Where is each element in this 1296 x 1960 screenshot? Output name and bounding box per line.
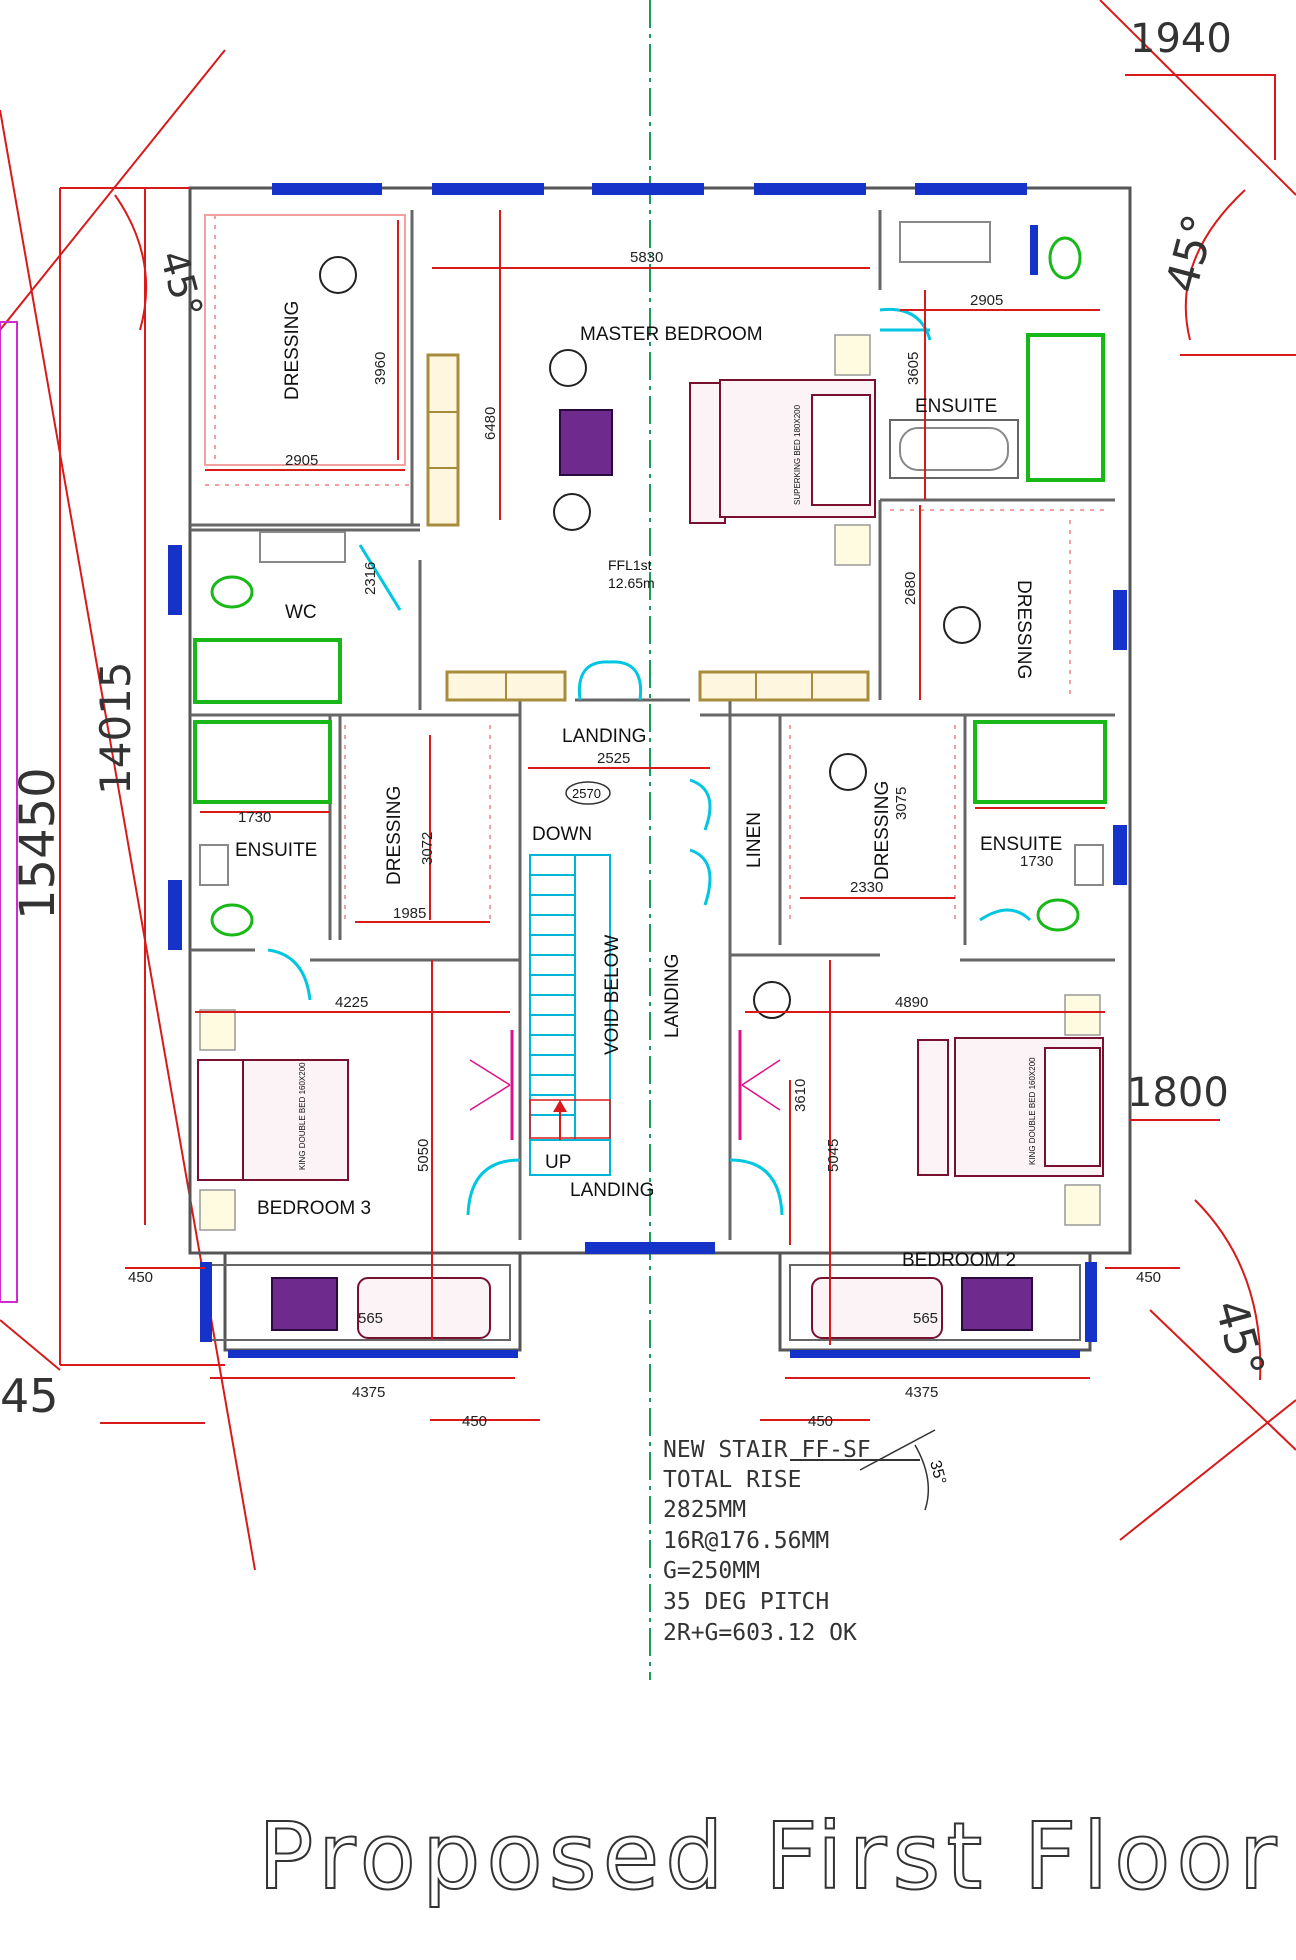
master-bed-label: SUPERKING BED 180X200 xyxy=(793,404,802,505)
bedroom-3-label: BEDROOM 3 xyxy=(257,1198,371,1219)
ffl-level-value: 12.65m xyxy=(608,575,655,591)
landing-top-label: LANDING xyxy=(562,726,646,747)
dim-1730-right: 1730 xyxy=(1020,853,1053,870)
dim-450-right: 450 xyxy=(1136,1269,1161,1286)
dressing-right-label: DRESSING xyxy=(872,781,893,880)
staircase xyxy=(529,854,611,1176)
ensuite-left-label: ENSUITE xyxy=(235,840,317,861)
dim-1730-left: 1730 xyxy=(238,809,271,826)
dimension-lines xyxy=(59,187,1220,1511)
internal-walls xyxy=(190,210,1115,1240)
dressing-top-right-label: DRESSING xyxy=(1013,580,1034,679)
ensuite-right-label: ENSUITE xyxy=(980,834,1062,855)
angle-reference-lines xyxy=(0,0,1296,1571)
dim-14015: 14015 xyxy=(91,661,140,795)
dim-2525: 2525 xyxy=(597,750,630,767)
wc-label: WC xyxy=(285,602,317,623)
dressing-top-left-label: DRESSING xyxy=(282,301,303,400)
dim-1985: 1985 xyxy=(393,905,426,922)
dim-2905-top: 2905 xyxy=(970,292,1003,309)
landing-middle-label: LANDING xyxy=(662,954,683,1038)
angle-top-left: 45° xyxy=(151,246,211,322)
down-label: DOWN xyxy=(532,824,592,845)
stair-note-line-4: 16R@176.56MM xyxy=(663,1528,829,1554)
bed-3-label: KING DOUBLE BED 160X200 xyxy=(298,1062,307,1170)
dim-1800: 1800 xyxy=(1127,1070,1229,1116)
dim-2905-left: 2905 xyxy=(285,452,318,469)
stair-note-line-5: G=250MM xyxy=(663,1558,760,1584)
dim-3610: 3610 xyxy=(792,1079,809,1112)
dim-565-right: 565 xyxy=(913,1310,938,1327)
dim-3960: 3960 xyxy=(372,352,389,385)
dim-4890: 4890 xyxy=(895,994,928,1011)
wardrobes xyxy=(426,353,870,702)
dim-4375-left: 4375 xyxy=(352,1384,385,1401)
dim-565-left: 565 xyxy=(358,1310,383,1327)
stair-note-line-1: NEW STAIR FF-SF xyxy=(663,1437,871,1463)
landing-lights xyxy=(469,1030,781,1140)
dim-2680: 2680 xyxy=(902,572,919,605)
rugs xyxy=(271,409,1033,1331)
dim-6480: 6480 xyxy=(482,407,499,440)
dim-3605: 3605 xyxy=(905,352,922,385)
dim-450-bottom-left: 450 xyxy=(462,1413,487,1430)
dim-1940: 1940 xyxy=(1130,16,1232,62)
dim-45-partial: 45 xyxy=(0,1369,59,1423)
linen-label: LINEN xyxy=(744,812,765,868)
dim-450-bottom-right: 450 xyxy=(808,1413,833,1430)
dim-2316: 2316 xyxy=(362,562,379,595)
landing-bottom-label: LANDING xyxy=(570,1180,654,1201)
stair-note-line-6: 35 DEG PITCH xyxy=(663,1589,829,1615)
ensuite-master-label: ENSUITE xyxy=(915,396,997,417)
bedroom-2-label: BEDROOM 2 xyxy=(902,1250,1016,1271)
dim-5050: 5050 xyxy=(415,1139,432,1172)
bed-2-label: KING DOUBLE BED 160X200 xyxy=(1028,1057,1037,1165)
angle-top-right: 45° xyxy=(1156,209,1225,298)
stair-note-line-3: 2825MM xyxy=(663,1497,746,1523)
angle-stair: 35° xyxy=(926,1459,949,1487)
dim-15450: 15450 xyxy=(10,767,66,920)
ffl-label: FFL1st xyxy=(608,557,652,573)
angle-bottom-right: 45° xyxy=(1204,1295,1273,1384)
dressing-zones xyxy=(204,214,1105,920)
windows xyxy=(168,183,1127,1358)
bedside-lights xyxy=(199,334,1101,1231)
master-bedroom-label: MASTER BEDROOM xyxy=(580,324,763,345)
up-label: UP xyxy=(545,1152,571,1173)
stair-note-line-2: TOTAL RISE xyxy=(663,1467,801,1493)
void-below-label: VOID BELOW xyxy=(602,935,623,1055)
person-figures xyxy=(319,256,981,1019)
dim-3072: 3072 xyxy=(419,832,436,865)
sanitary-fixtures xyxy=(193,221,1107,937)
dim-4375-right: 4375 xyxy=(905,1384,938,1401)
beds xyxy=(197,379,1104,1181)
dim-5830: 5830 xyxy=(630,249,663,266)
dim-3075: 3075 xyxy=(893,787,910,820)
stair-mark-label: 2570 xyxy=(572,786,601,801)
dim-450-left: 450 xyxy=(128,1269,153,1286)
drawing-title: Proposed First Floor xyxy=(258,1803,1283,1910)
boundary-reference xyxy=(0,321,18,1303)
doors xyxy=(267,307,1032,1216)
dim-5045: 5045 xyxy=(825,1139,842,1172)
stair-mark-ellipse xyxy=(565,781,611,805)
stair-note-line-7: 2R+G=603.12 OK xyxy=(663,1620,857,1646)
sofas xyxy=(357,1277,943,1339)
dressing-middle-label: DRESSING xyxy=(384,786,405,885)
dim-4225: 4225 xyxy=(335,994,368,1011)
dim-2330: 2330 xyxy=(850,879,883,896)
